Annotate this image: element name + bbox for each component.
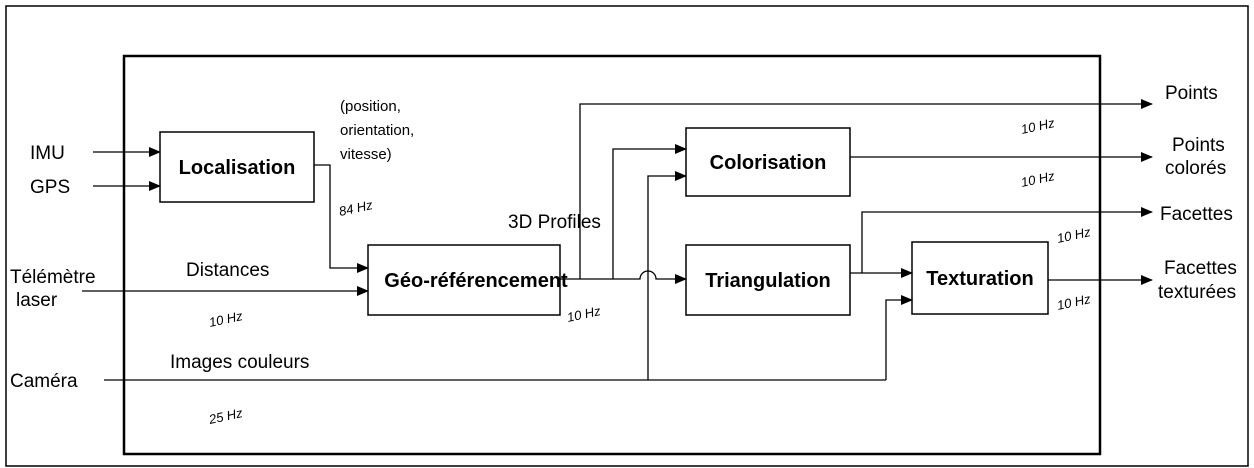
colorisation-label: Colorisation <box>710 152 827 174</box>
rate-points: 10 Hz <box>1020 115 1057 137</box>
georef-label: Géo-référencement <box>384 270 568 292</box>
profiles-3d-label: 3D Profiles <box>508 212 601 233</box>
system-boundary <box>122 54 1102 456</box>
texturation-block <box>911 241 1049 315</box>
images-couleurs-label: Images couleurs <box>170 352 309 373</box>
camera-to-texturation-arrow <box>885 295 913 380</box>
imu-label: IMU <box>30 143 65 164</box>
facettes-arrow <box>861 207 1153 273</box>
points-arrow <box>579 99 1153 279</box>
telemetre-label-line1: Télémètre <box>10 267 96 288</box>
triangulation-block <box>685 244 851 316</box>
rate-camera: 25 Hz <box>207 405 245 427</box>
georef-block <box>367 244 561 316</box>
facettes-texturees-output-label-line2: texturées <box>1158 282 1236 303</box>
rate-distances: 10 Hz <box>208 308 245 330</box>
telemetre-label-line2: laser <box>16 290 58 311</box>
outer-frame <box>5 5 1249 467</box>
points-colores-output-label-line1: Points <box>1172 135 1225 156</box>
facettes-output-label: Facettes <box>1160 204 1233 225</box>
pose-label-line1: (position, <box>340 98 401 115</box>
facettes-texturees-output-label-line1: Facettes <box>1164 258 1237 279</box>
rate-localisation: 84 Hz <box>338 197 375 219</box>
camera-label: Caméra <box>10 371 78 392</box>
gps-label: GPS <box>30 177 70 198</box>
pose-label-line2: orientation, <box>340 122 414 139</box>
localisation-to-georef-arrow <box>314 164 369 273</box>
pose-label-line3: vitesse) <box>340 146 392 163</box>
localisation-block <box>159 131 315 203</box>
colorisation-block <box>685 127 851 197</box>
localisation-label: Localisation <box>179 157 296 179</box>
rate-facettes: 10 Hz <box>1056 224 1093 246</box>
camera-to-colorisation-arrow <box>647 171 687 380</box>
points-colores-output-label-line2: colorés <box>1165 158 1226 179</box>
georef-to-triangulation-arrow <box>560 270 687 284</box>
points-output-label: Points <box>1165 83 1218 104</box>
rate-facettes-texturees: 10 Hz <box>1056 291 1093 313</box>
texturation-label: Texturation <box>926 268 1033 290</box>
rate-georef-out: 10 Hz <box>566 303 603 325</box>
georef-to-colorisation-arrow <box>612 144 687 279</box>
triangulation-label: Triangulation <box>705 270 831 292</box>
rate-points-colores: 10 Hz <box>1020 168 1057 190</box>
distances-label: Distances <box>186 260 269 281</box>
